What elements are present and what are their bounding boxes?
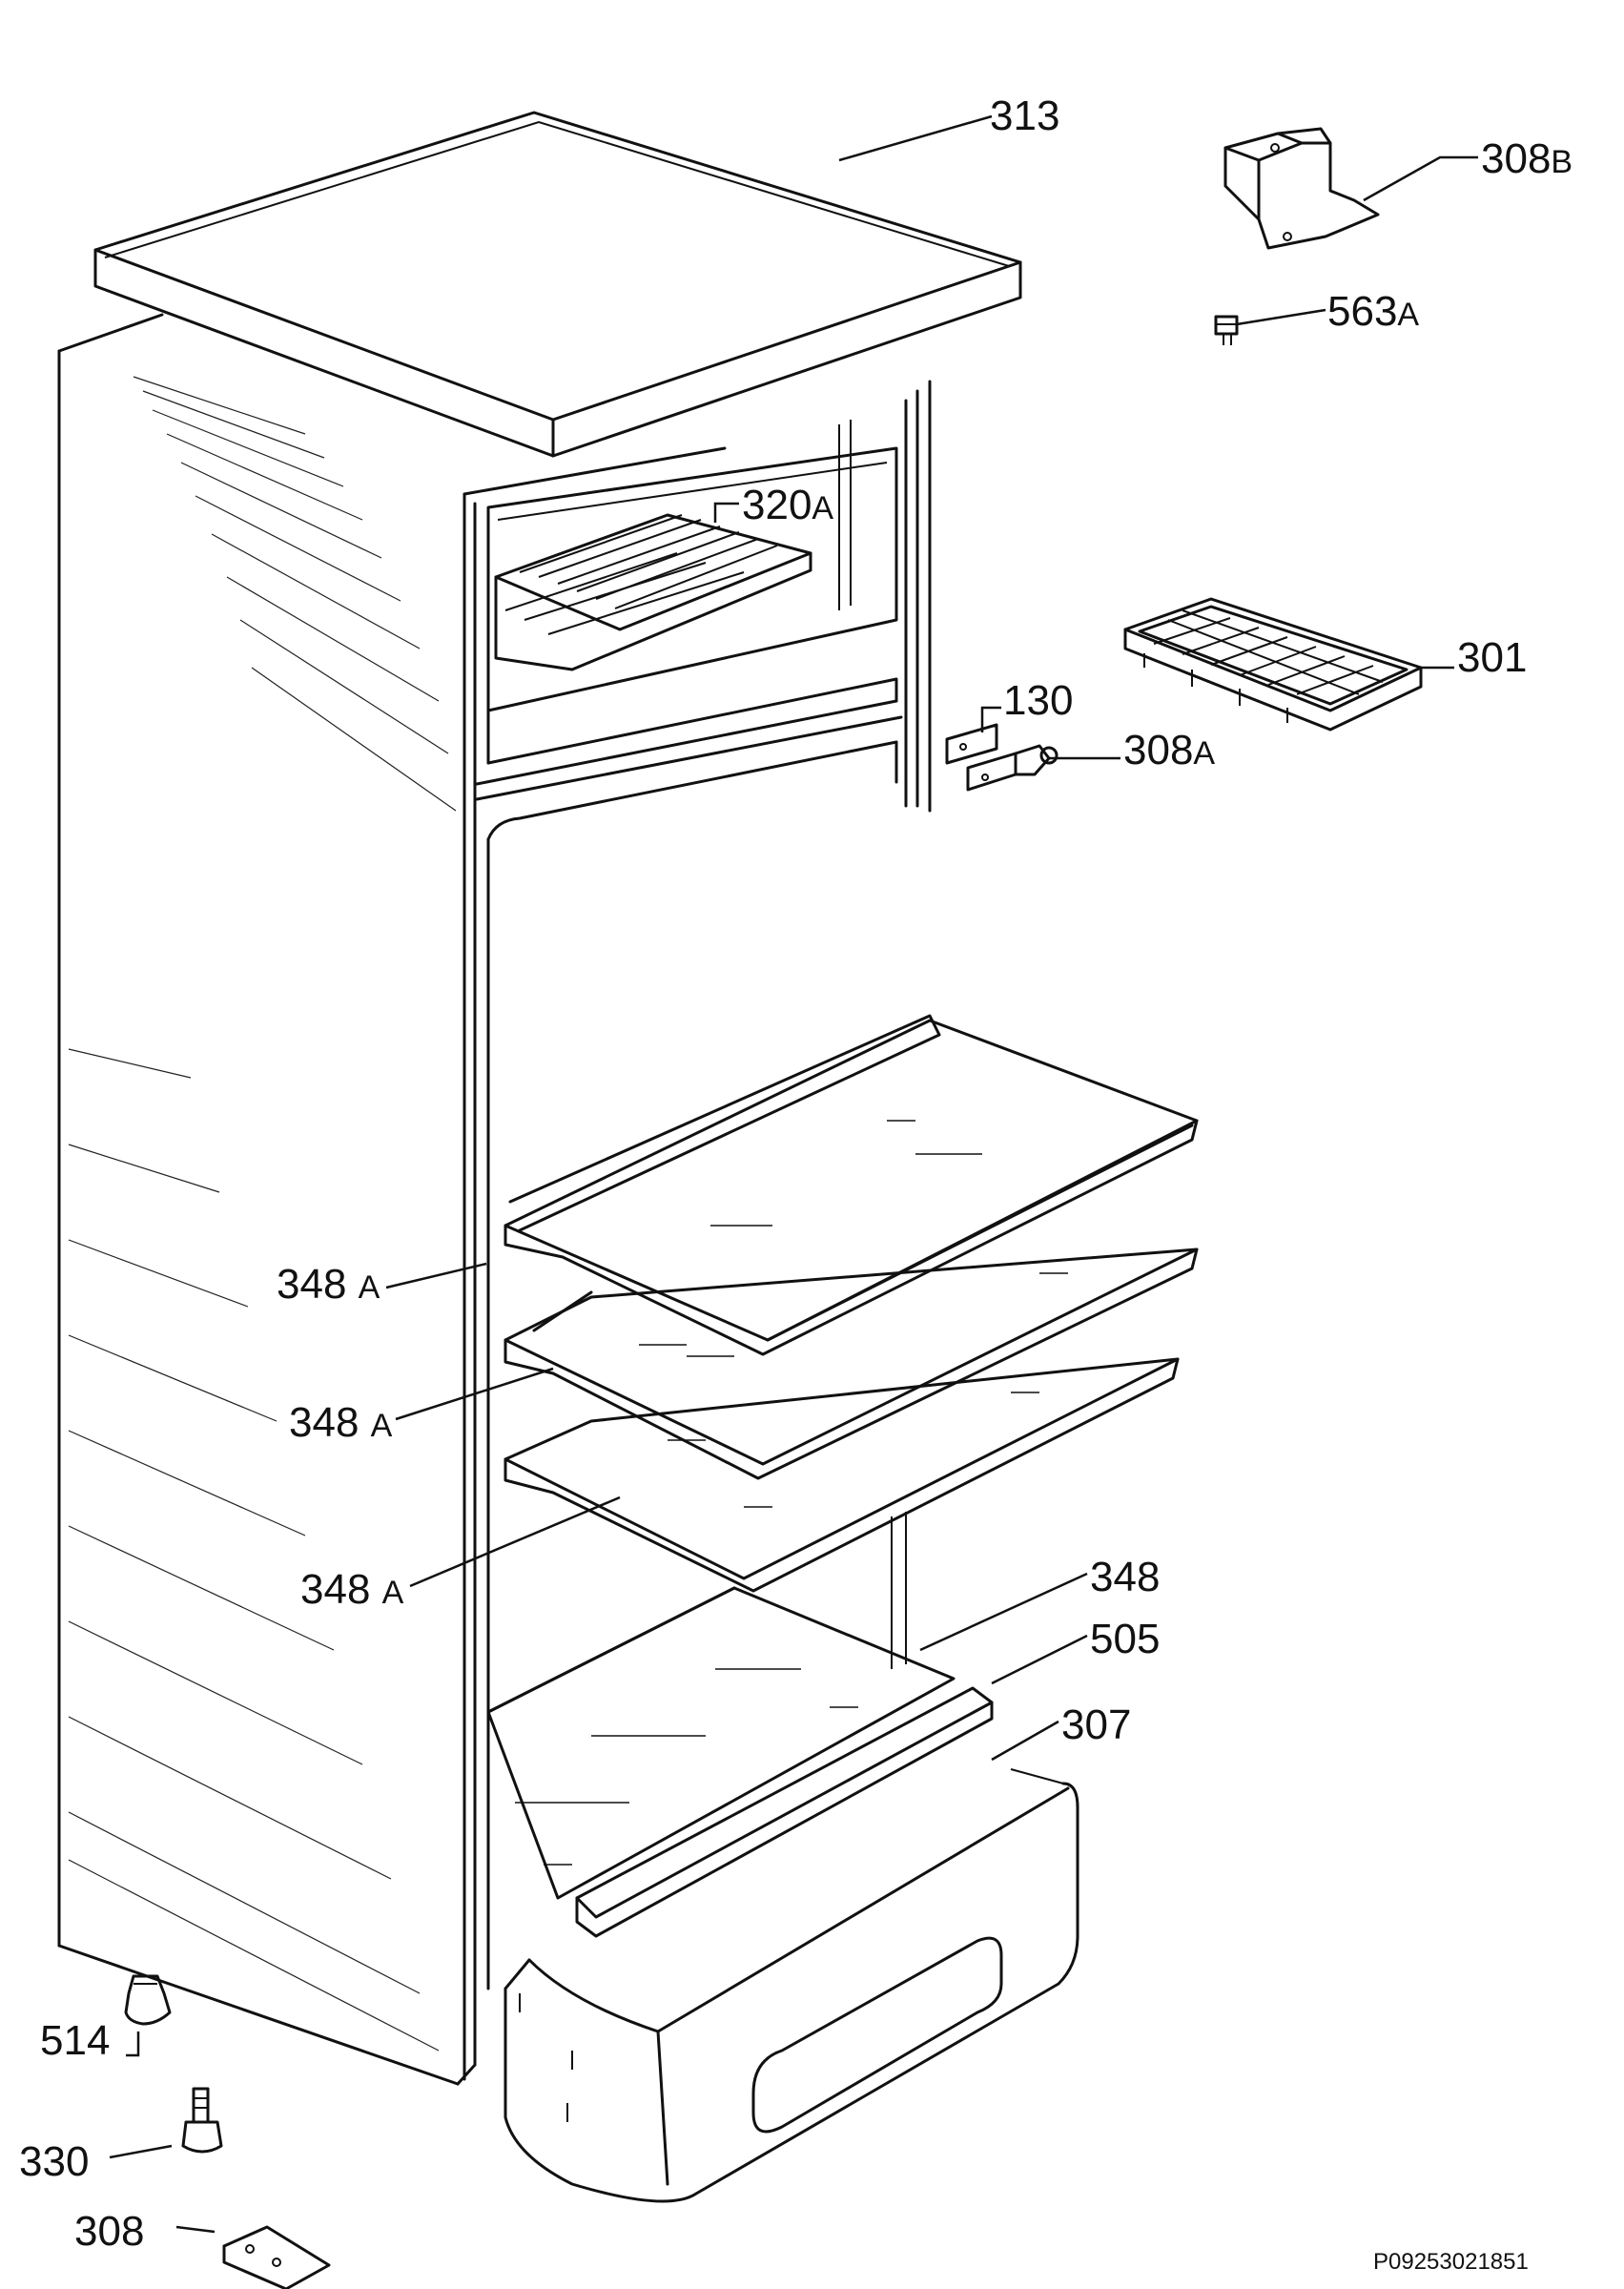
label-348a-3-suffix: A [381,1575,404,1611]
label-301-num: 301 [1457,634,1528,681]
side-shading [68,376,457,2052]
top-hinge-part [1223,127,1380,250]
screw-330-part [181,2087,223,2154]
label-563a-num: 563 [1327,288,1398,335]
drawing-reference-code: P09253021851 [1373,2249,1529,2275]
ice-tray-part [1123,597,1423,732]
label-348a-2-suffix: A [370,1408,393,1444]
label-308b: 308B [1481,138,1573,180]
label-330-num: 330 [19,2138,90,2185]
cabinet-body [57,313,932,2086]
label-313-num: 313 [990,93,1060,139]
top-cover-part [93,111,1022,458]
label-563a: 563A [1327,291,1419,333]
glass-front-strip [575,1686,994,1938]
shim-130-part [945,723,998,765]
label-348a-1: 348 A [277,1264,380,1306]
label-308a-suffix: A [1193,735,1216,772]
label-301: 301 [1457,637,1527,679]
label-348a-1-num: 348 [277,1261,347,1308]
crisper-drawer [504,1768,1079,2203]
label-514: 514 [40,2020,110,2062]
label-308-num: 308 [74,2208,145,2255]
label-320a-suffix: A [812,490,834,526]
label-348a-2-num: 348 [289,1399,360,1446]
label-348a-3-num: 348 [300,1566,371,1613]
glass-shelf-2 [504,1248,1199,1480]
label-348-num: 348 [1090,1554,1161,1600]
label-330: 330 [19,2141,89,2183]
crisper-cover-glass [486,1586,956,1900]
label-348a-1-suffix: A [358,1269,380,1306]
foot-514-part [124,1974,172,2026]
leader-lines [109,114,1478,2234]
label-308a-num: 308 [1123,727,1194,773]
glass-shelf-3 [504,1357,1180,1593]
label-130-num: 130 [1003,677,1074,724]
label-130: 130 [1003,680,1073,722]
label-348a-3: 348 A [300,1569,403,1611]
label-308a: 308A [1123,730,1215,772]
freezer-grid-shelf [494,513,812,671]
label-320a: 320A [742,485,833,526]
label-308b-num: 308 [1481,135,1552,182]
label-320a-num: 320 [742,482,812,528]
label-505-num: 505 [1090,1616,1161,1662]
label-514-num: 514 [40,2017,111,2064]
bracket-308-part [222,2225,331,2289]
label-307-num: 307 [1061,1701,1132,1748]
glass-shelf-1 [504,1014,1199,1356]
screw-563a-part [1214,315,1239,345]
label-308: 308 [74,2211,144,2253]
label-307: 307 [1061,1704,1131,1746]
label-348: 348 [1090,1557,1160,1598]
label-563a-suffix: A [1397,297,1420,333]
label-505: 505 [1090,1619,1160,1660]
label-308b-suffix: B [1551,144,1573,180]
label-348a-2: 348 A [289,1402,392,1444]
label-313: 313 [990,95,1059,137]
